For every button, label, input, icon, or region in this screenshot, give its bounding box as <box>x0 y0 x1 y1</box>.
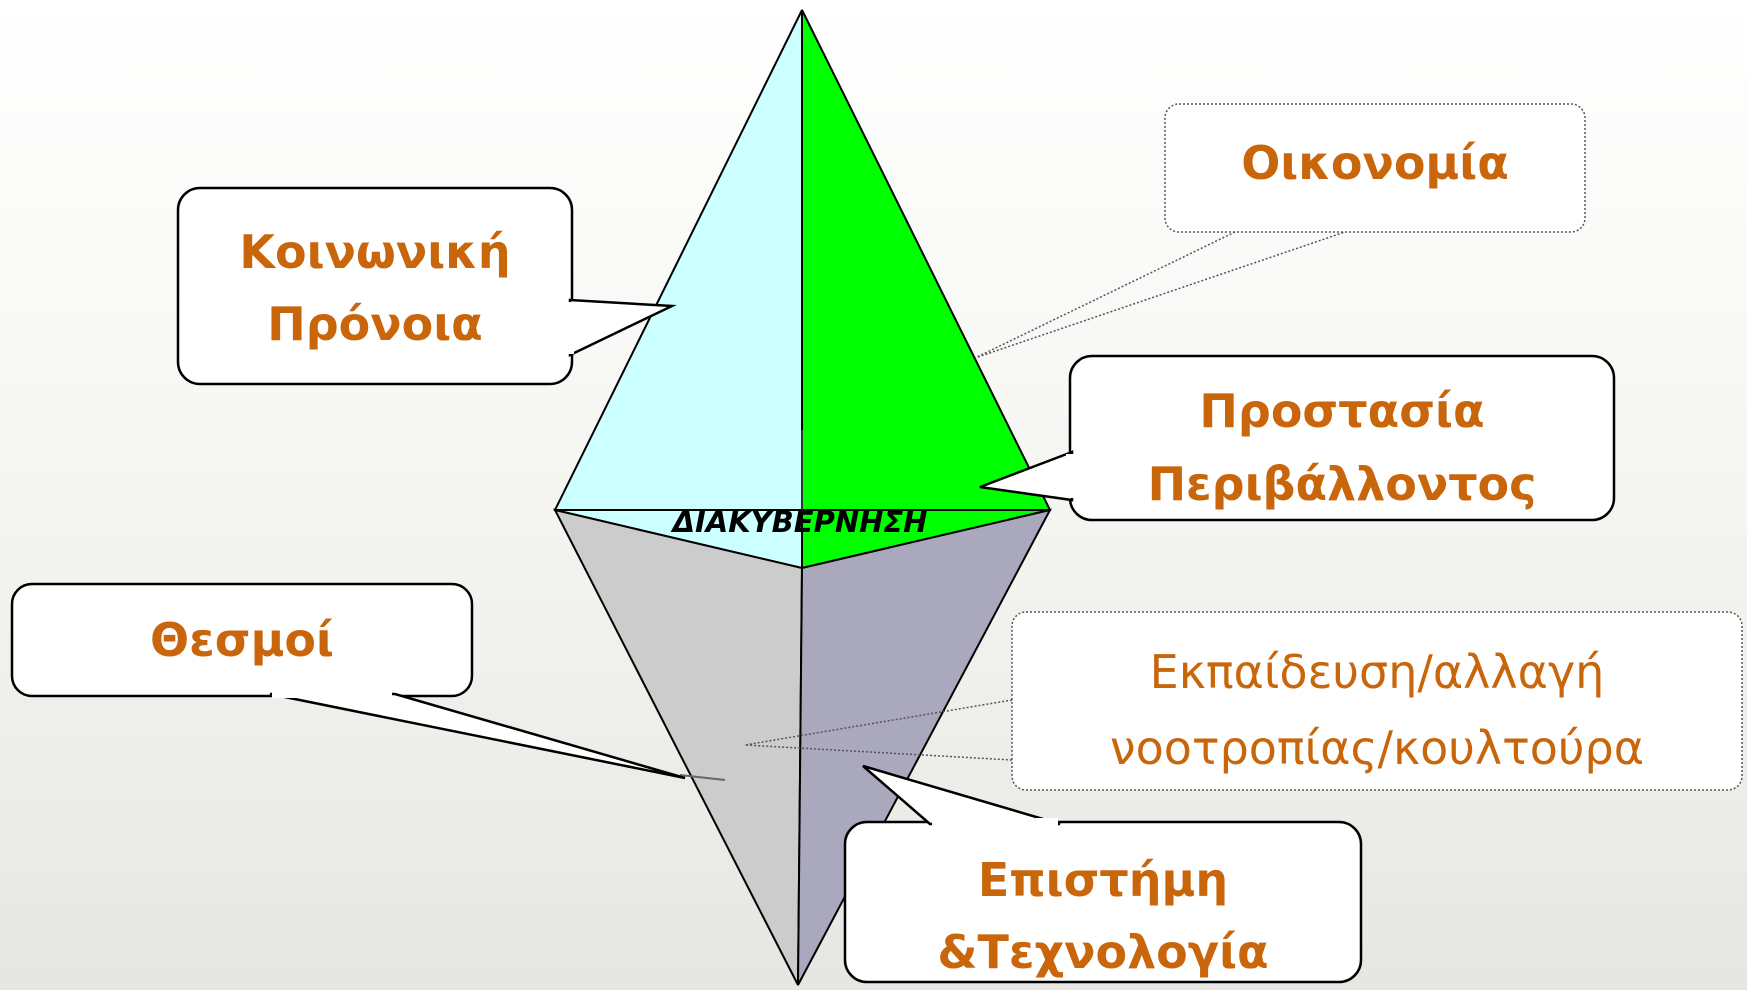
social-welfare-label-line2: Πρόνοια <box>267 297 483 351</box>
education-label-line1: Εκπαίδευση/αλλαγή <box>1150 645 1605 699</box>
social-welfare-label-line1: Κοινωνική <box>239 225 510 279</box>
callout-environment: Προστασία Περιβάλλοντος <box>979 354 1616 522</box>
callout-social-welfare: Κοινωνική Πρόνοια <box>176 186 677 386</box>
institutions-label: Θεσμοί <box>150 613 334 667</box>
science-label-line1: Επιστήμη <box>978 853 1228 907</box>
callout-education: Εκπαίδευση/αλλαγή νοοτροπίας/κουλτούρα <box>744 611 1743 791</box>
face-institutions <box>553 508 804 986</box>
economy-label: Οικονομία <box>1241 136 1509 190</box>
face-social-welfare <box>553 9 803 570</box>
inner-line <box>679 774 726 781</box>
callout-science: Επιστήμη &Τεχνολογία <box>843 764 1363 984</box>
center-label: ΔΙΑΚΥΒΕΡΝΗΣΗ <box>671 505 928 539</box>
callout-economy: Οικονομία <box>974 103 1586 359</box>
environment-label-line2: Περιβάλλοντος <box>1148 457 1537 511</box>
callout-institutions: Θεσμοί <box>10 582 686 780</box>
science-label-line2: &Τεχνολογία <box>937 925 1268 979</box>
education-label-line2: νοοτροπίας/κουλτούρα <box>1110 721 1644 775</box>
environment-label-line1: Προστασία <box>1199 384 1484 438</box>
